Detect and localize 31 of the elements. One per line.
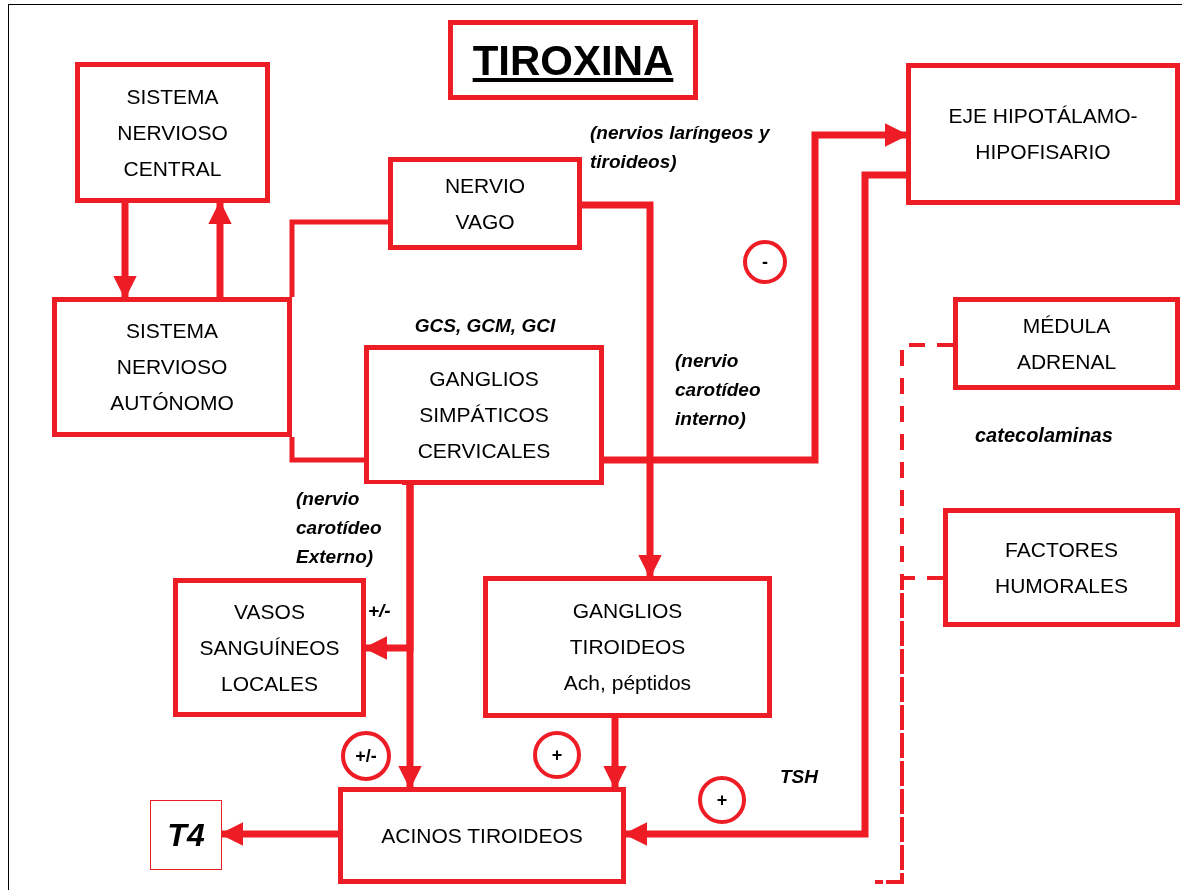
process-box <box>943 508 1180 627</box>
node-annotation: GCS, GCM, GCI <box>413 314 557 338</box>
note-label: catecolaminas <box>975 423 1114 448</box>
process-box <box>52 297 292 437</box>
node-text: NERVIO VAGO <box>443 172 527 235</box>
process-box <box>953 297 1180 390</box>
process-box <box>906 63 1180 205</box>
node-text: SISTEMA NERVIOSO CENTRAL <box>116 83 229 182</box>
node-text: GANGLIOS TIROIDEOS <box>568 598 687 660</box>
node-text: MÉDULA ADRENAL <box>1015 312 1118 375</box>
process-box <box>388 157 582 250</box>
title-box: TIROXINA <box>448 20 698 100</box>
process-box <box>483 576 772 718</box>
node-text: FACTORES HUMORALES <box>994 536 1129 599</box>
node-text: T4 <box>167 816 205 855</box>
node-subtext: Ach, péptidos <box>563 670 692 696</box>
process-box <box>364 345 604 485</box>
node-text: + <box>716 788 728 812</box>
node-text: SISTEMA NERVIOSO AUTÓNOMO <box>109 318 235 416</box>
node-text: +/- <box>355 744 377 768</box>
node-text: ACINOS TIROIDEOS <box>381 822 583 849</box>
process-box <box>173 578 366 717</box>
node-text: EJE HIPOTÁLAMO-HIPOFISARIO <box>947 103 1139 165</box>
node-text: - <box>762 250 768 274</box>
process-box <box>338 787 626 884</box>
node-text: GANGLIOS SIMPÁTICOS CERVICALES <box>416 366 552 464</box>
node-text: + <box>551 743 563 767</box>
process-box <box>75 62 270 203</box>
output-box <box>150 800 222 870</box>
node-text: VASOS SANGUÍNEOS LOCALES <box>198 598 341 697</box>
dashed-connector <box>875 576 943 884</box>
